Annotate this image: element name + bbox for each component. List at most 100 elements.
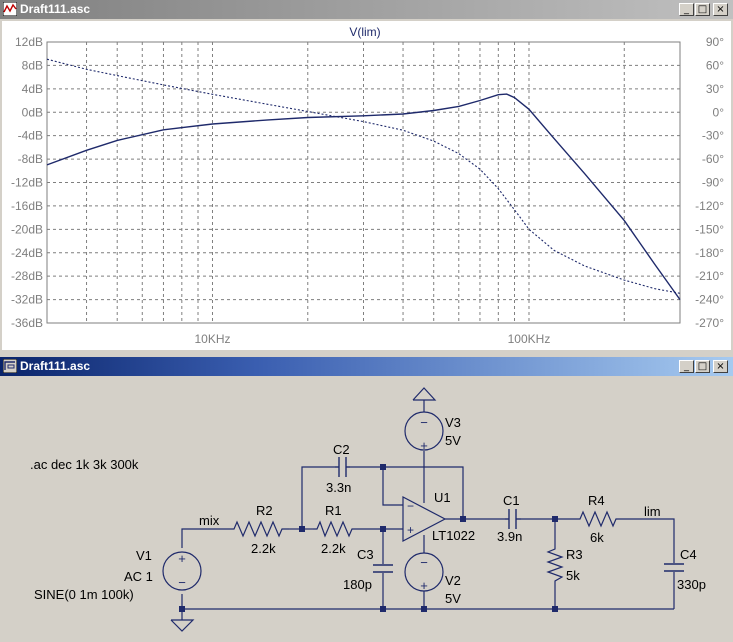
magnitude-trace[interactable] [46,93,681,301]
y-right-tick-label: 0° [713,105,725,119]
schematic-canvas[interactable]: + − − + − + [0,376,733,642]
c4-value-label[interactable]: 330p [677,577,706,592]
spice-directive[interactable]: .ac dec 1k 3k 300k [30,457,139,472]
minimize-button[interactable]: _ [679,360,694,373]
c2-value-label[interactable]: 3.3n [326,480,351,495]
capacitor-c4[interactable] [664,563,684,572]
y-left-tick-label: -32dB [11,293,43,307]
y-right-tick-label: -150° [695,222,724,236]
y-left-tick-label: 4dB [22,82,43,96]
maximize-button[interactable]: □ [695,360,710,373]
v1-name-label[interactable]: V1 [136,548,152,563]
resistor-r2[interactable] [229,520,289,538]
v1-extra-label[interactable]: SINE(0 1m 100k) [34,587,134,602]
v3-name-label[interactable]: V3 [445,415,461,430]
r4-value-label[interactable]: 6k [590,530,604,545]
r2-value-label[interactable]: 2.2k [251,541,276,556]
voltage-source-v2[interactable]: − + [404,552,444,593]
svg-text:+: + [178,551,186,566]
wire[interactable] [350,466,464,519]
r4-name-label[interactable]: R4 [588,493,605,508]
r1-name-label[interactable]: R1 [325,503,342,518]
y-right-tick-label: -270° [695,316,724,330]
capacitor-c2[interactable] [335,457,350,477]
c1-name-label[interactable]: C1 [503,493,520,508]
wire[interactable] [382,467,403,506]
r1-value-label[interactable]: 2.2k [321,541,346,556]
maximize-button[interactable]: □ [695,3,710,16]
y-left-tick-label: -28dB [11,269,43,283]
close-button[interactable]: × [713,3,728,16]
capacitor-c1[interactable] [505,509,521,529]
c3-name-label[interactable]: C3 [357,547,374,562]
v1-value-label[interactable]: AC 1 [124,569,153,584]
y-right-tick-label: 30° [706,82,724,96]
wire[interactable] [301,466,335,529]
phase-trace[interactable] [46,58,681,294]
y-right-tick-label: -210° [695,269,724,283]
plot-window-titlebar[interactable]: Draft111.asc _ □ × [0,0,733,19]
junction-dot [380,526,386,532]
wire[interactable] [181,528,229,548]
c2-name-label[interactable]: C2 [333,442,350,457]
plot-area-background [2,21,731,350]
v3-value-label[interactable]: 5V [445,433,461,448]
junction-dot [552,516,558,522]
y-left-tick-label: -16dB [11,199,43,213]
voltage-source-v3[interactable]: − + [404,411,444,453]
close-button[interactable]: × [713,360,728,373]
y-left-tick-label: -12dB [11,176,43,190]
schematic-background [0,376,733,642]
junction-dot [299,526,305,532]
y-left-tick-label: -8dB [18,152,43,166]
v2-value-label[interactable]: 5V [445,591,461,606]
y-left-tick-label: 12dB [15,35,43,49]
u1-value-label[interactable]: LT1022 [432,528,475,543]
v2-name-label[interactable]: V2 [445,573,461,588]
x-tick-label: 100KHz [508,332,551,346]
net-label-mix[interactable]: mix [199,513,220,528]
c3-value-label[interactable]: 180p [343,577,372,592]
c4-name-label[interactable]: C4 [680,547,697,562]
capacitor-c3[interactable] [373,564,393,573]
resistor-r3[interactable] [546,545,564,588]
bode-plot[interactable]: 12dB8dB4dB0dB-4dB-8dB-12dB-16dB-20dB-24d… [0,19,733,352]
r3-name-label[interactable]: R3 [566,547,583,562]
plot-title[interactable]: V(lim) [349,25,380,39]
y-right-tick-label: -180° [695,246,724,260]
schematic-window: Draft111.asc _ □ × [0,357,733,642]
schematic-window-titlebar[interactable]: Draft111.asc _ □ × [0,357,733,376]
junction-dot [380,606,386,612]
svg-text:+: + [407,523,414,537]
opamp-u1[interactable]: − + [402,496,447,542]
r3-value-label[interactable]: 5k [566,568,580,583]
svg-text:−: − [407,499,414,513]
y-right-tick-label: 90° [706,35,724,49]
y-right-tick-label: -240° [695,293,724,307]
junctions [179,464,558,612]
junction-dot [380,464,386,470]
wire[interactable] [620,518,675,563]
x-tick-label: 10KHz [194,332,230,346]
schematic-window-title: Draft111.asc [20,359,91,373]
c1-value-label[interactable]: 3.9n [497,529,522,544]
r2-name-label[interactable]: R2 [256,503,273,518]
y-right-tick-label: -120° [695,199,724,213]
y-left-tick-label: 8dB [22,58,43,72]
resistor-r1[interactable] [313,520,355,538]
plot-window-title: Draft111.asc [20,2,91,16]
junction-dot [179,606,185,612]
y-right-tick-label: -30° [702,129,724,143]
u1-name-label[interactable]: U1 [434,490,451,505]
voltage-source-v1[interactable]: + − [162,551,202,591]
ground-symbol[interactable] [170,619,195,632]
net-label-lim[interactable]: lim [644,504,661,519]
minimize-button[interactable]: _ [679,3,694,16]
y-left-tick-label: 0dB [22,105,43,119]
y-left-tick-label: -20dB [11,222,43,236]
resistor-r4[interactable] [576,510,620,528]
svg-text:−: − [178,575,186,590]
junction-dot [460,516,466,522]
svg-text:−: − [420,555,428,570]
